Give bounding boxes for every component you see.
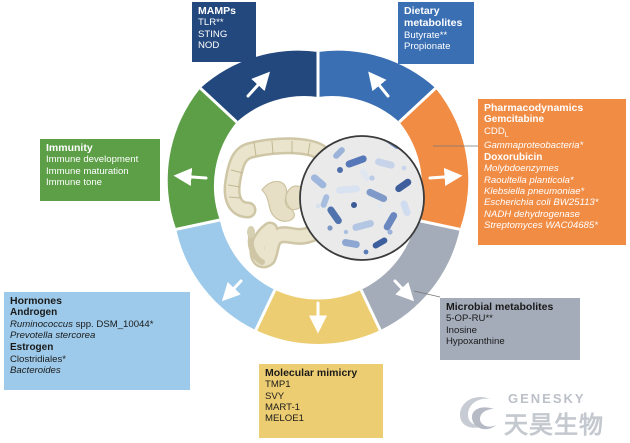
dietary-item: Butyrate** <box>404 29 448 41</box>
mamps-box: MAMPs TLR** STING NOD <box>192 2 256 62</box>
microbial-metabolites-title: Microbial metabolites <box>446 301 554 313</box>
immunity-item: Immune tone <box>46 177 102 188</box>
dietary-title-line-2: metabolites <box>404 17 463 30</box>
androgen-heading: Androgen <box>10 307 58 319</box>
molecular-mimicry-title: Molecular mimicry <box>265 367 358 379</box>
androgen-item: Ruminococcus spp. DSM_10044* <box>10 319 184 330</box>
genesky-logo-icon <box>460 396 496 430</box>
ring-segment-hormones <box>176 220 275 331</box>
doxorubicin-item: Klebsiella pneumoniae* <box>484 186 585 198</box>
immunity-item: Immune development <box>46 154 139 166</box>
mimicry-item: MART-1 <box>265 402 301 413</box>
cddl-item: CDDL <box>484 126 620 140</box>
hormones-title: Hormones <box>10 295 62 307</box>
dietary-metabolites-box: Dietary metabolites Butyrate** Propionat… <box>398 2 474 64</box>
immunity-item: Immune maturation <box>46 165 129 177</box>
hormones-box: Hormones Androgen Ruminococcus spp. DSM_… <box>4 292 190 390</box>
arrow-hormones <box>221 279 243 302</box>
mimicry-item: SVY <box>265 390 285 402</box>
mamps-title: MAMPs <box>198 5 236 17</box>
estrogen-item: Bacteroides <box>10 364 61 376</box>
watermark-brand-cn: 天昊生物 <box>504 411 604 439</box>
mimicry-item: MELOE1 <box>265 413 304 425</box>
arrow-dietary <box>368 71 390 98</box>
mamps-item: STING <box>198 28 228 40</box>
immunity-title: Immunity <box>46 142 93 154</box>
doxorubicin-item: Molybdoenzymes <box>484 163 559 175</box>
dietary-title-line-1: Dietary <box>404 5 440 17</box>
cddl-text: CDD <box>484 126 505 138</box>
microbial-item: Hypoxanthine <box>446 336 505 347</box>
mamps-item: NOD <box>198 40 220 51</box>
microbial-item: 5-OP-RU** <box>446 313 493 325</box>
microbial-metabolites-box: Microbial metabolites 5-OP-RU** Inosine … <box>440 298 580 360</box>
arrow-immunity <box>173 167 208 186</box>
mimicry-item: TMP1 <box>265 379 291 391</box>
watermark-brand-en: GENESKY <box>508 391 586 406</box>
genesky-watermark: GENESKY 天昊生物 <box>454 389 624 439</box>
pharmacodynamics-box: Pharmacodynamics Gemcitabine CDDL Gammap… <box>478 99 626 245</box>
doxorubicin-item: Escherichia coli BW25113* <box>484 197 599 209</box>
dietary-item: Propionate <box>404 41 451 53</box>
estrogen-item: Clostridiales* <box>10 353 66 365</box>
pharmacodynamics-title: Pharmacodynamics <box>484 102 584 114</box>
androgen-item: Prevotella stercorea <box>10 330 96 342</box>
doxorubicin-heading: Doxorubicin <box>484 151 543 163</box>
molecular-mimicry-box: Molecular mimicry TMP1 SVY MART-1 MELOE1 <box>259 364 383 438</box>
cddl-subscript: L <box>504 132 509 140</box>
doxorubicin-item: Streptomyces WAC04685* <box>484 220 598 231</box>
ring-segment-microbial-metabolites <box>361 220 460 331</box>
ruminococcus-strain: spp. DSM_10044* <box>72 319 154 331</box>
immunity-box: Immunity Immune development Immune matur… <box>40 139 160 201</box>
doxorubicin-item: NADH dehydrogenase <box>484 208 580 220</box>
arrow-mamps <box>246 71 271 98</box>
arrow-microbial-metabolites <box>393 279 415 302</box>
microbiome-hub <box>299 135 425 261</box>
ring-segment-pharmacodynamics <box>399 88 469 230</box>
doxorubicin-item: Raoultella planticola* <box>484 174 574 186</box>
microbial-item: Inosine <box>446 324 477 336</box>
gammaproteobacteria-item: Gammaproteobacteria* <box>484 140 584 152</box>
ruminococcus-name: Ruminococcus <box>10 319 73 331</box>
ring-segment-immunity <box>167 88 237 230</box>
estrogen-heading: Estrogen <box>10 341 54 353</box>
arrow-pharmacodynamics <box>428 167 463 186</box>
mamps-item: TLR** <box>198 17 224 29</box>
gemcitabine-heading: Gemcitabine <box>484 114 545 126</box>
